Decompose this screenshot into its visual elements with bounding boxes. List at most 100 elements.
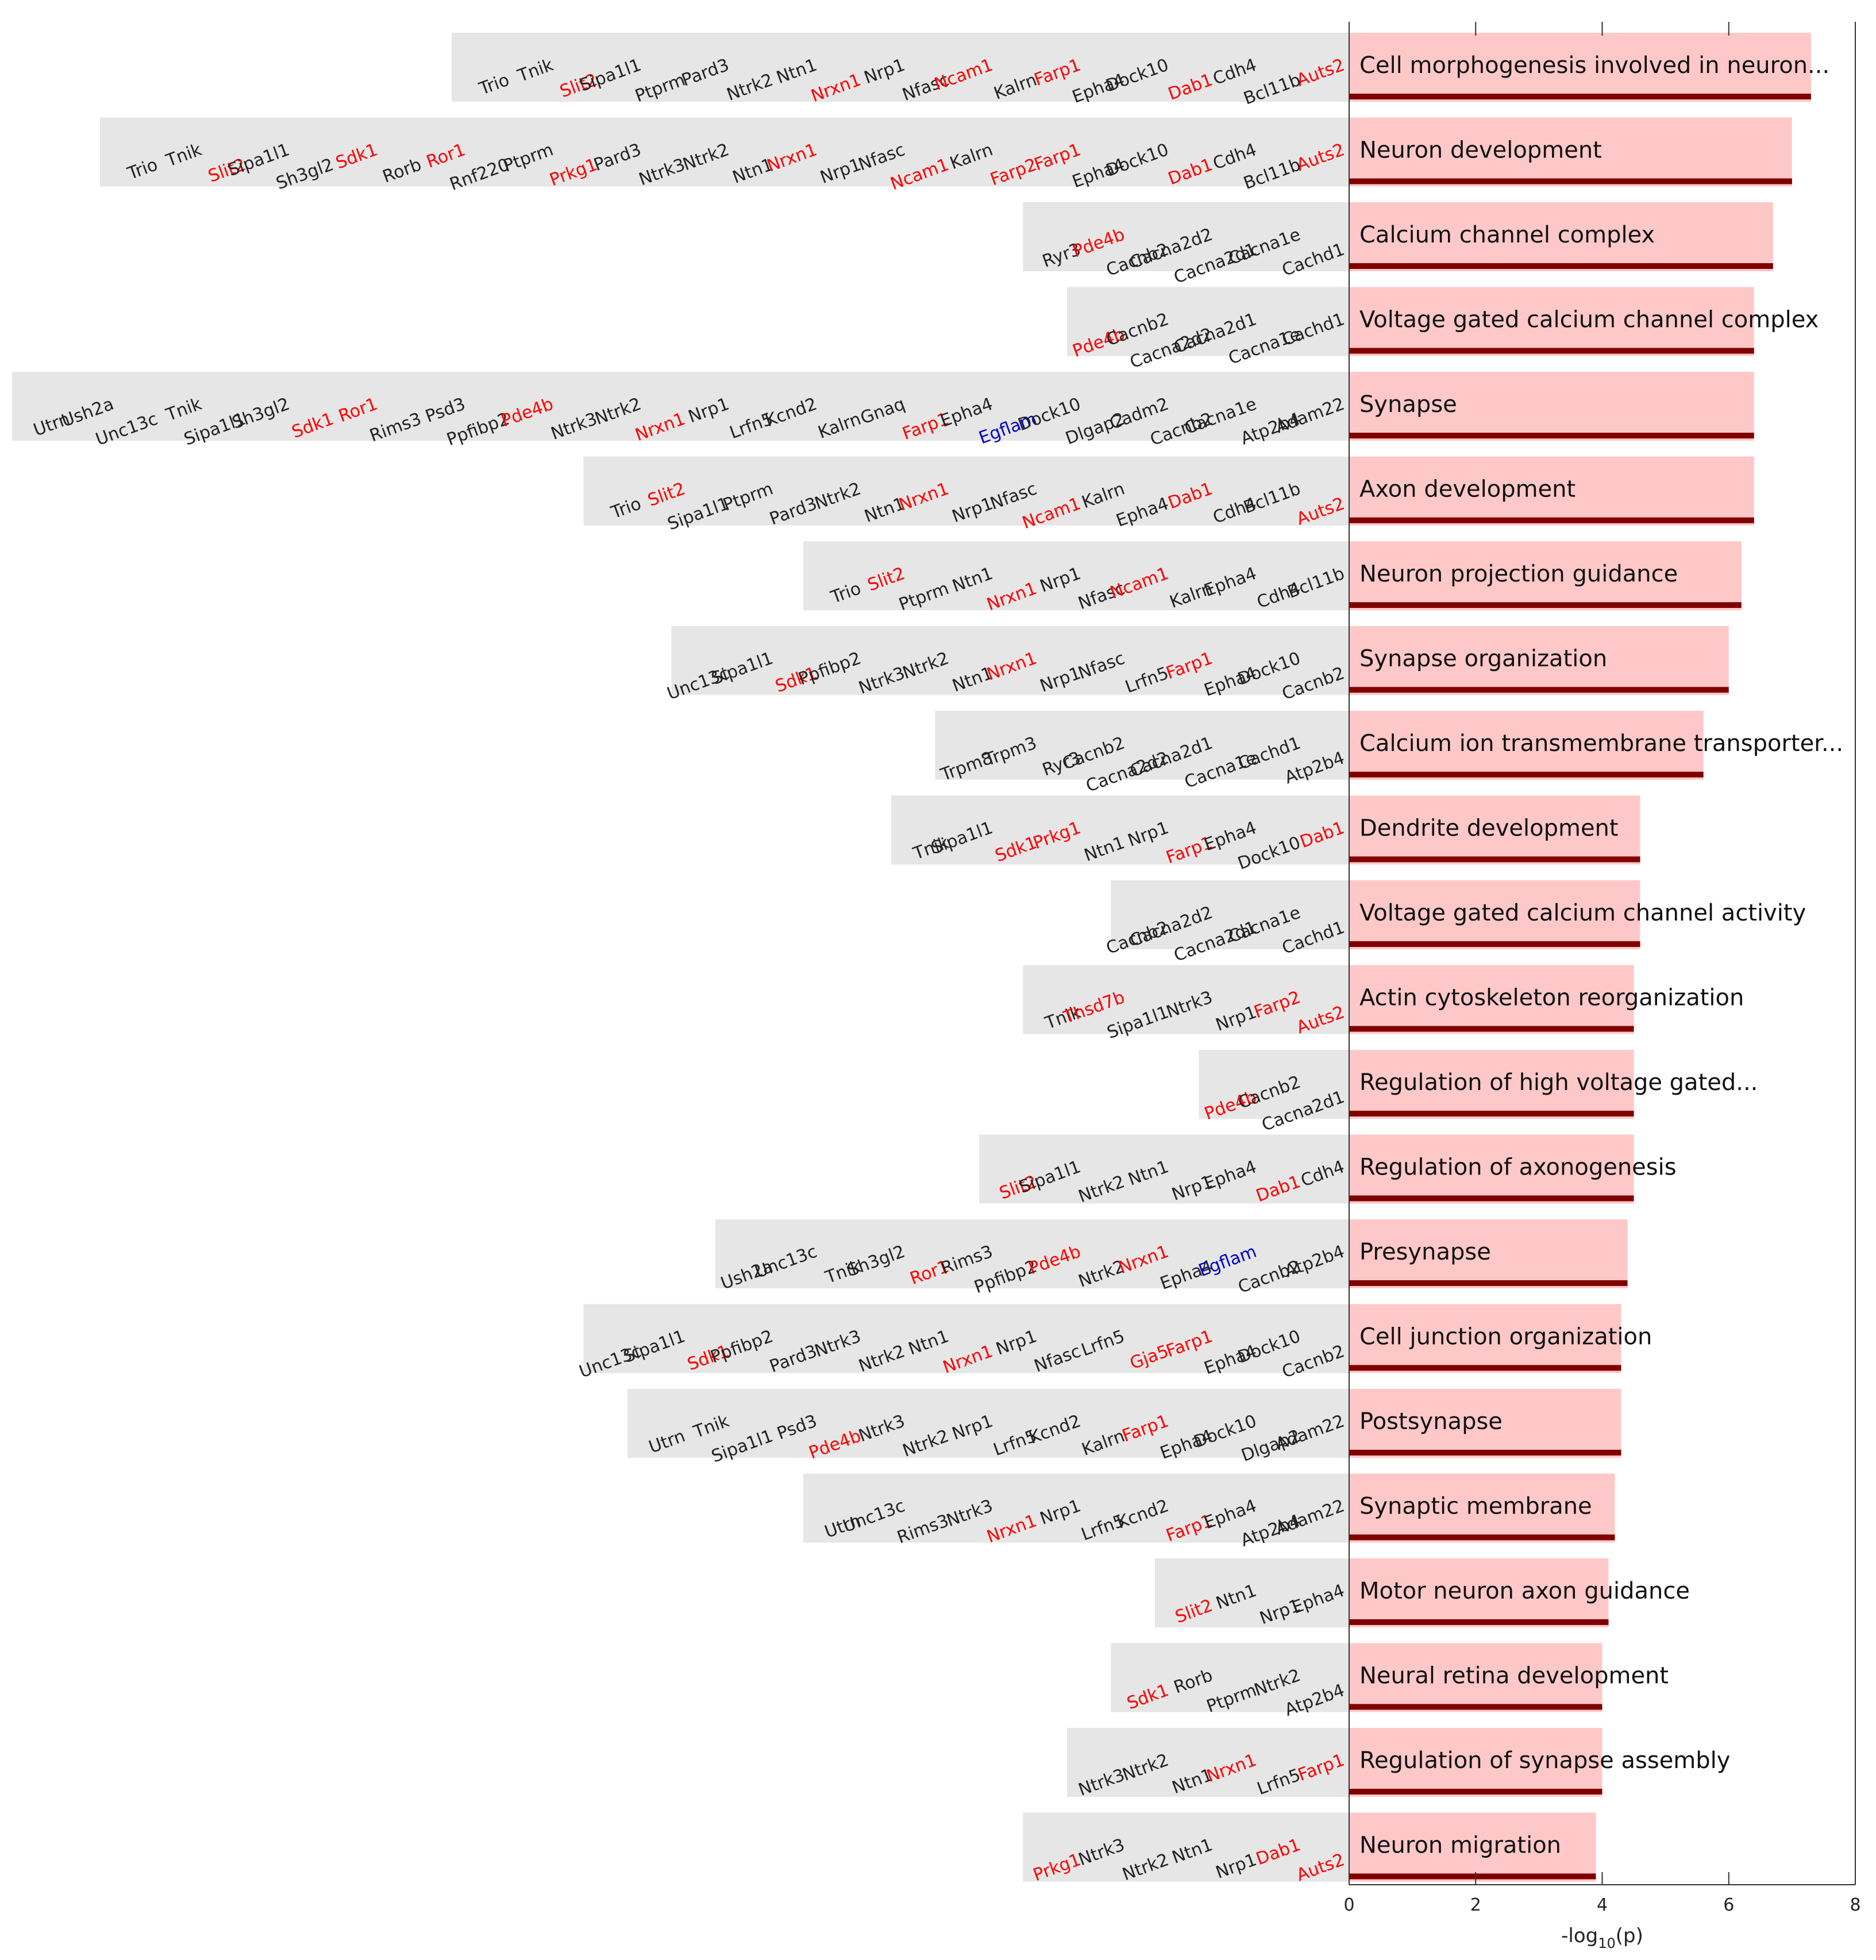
term-row: Voltage gated calcium channel complexPde… — [1067, 287, 1819, 372]
term-label: Voltage gated calcium channel activity — [1359, 900, 1806, 926]
term-row: Regulation of high voltage gated...Pde4b… — [1199, 1050, 1758, 1135]
term-row: Synaptic membraneUtrnUnc13cRims3Ntrk3Nrx… — [803, 1473, 1615, 1551]
term-label: Neuron projection guidance — [1359, 561, 1678, 587]
x-axis-label-main: -log — [1561, 1924, 1598, 1947]
bar — [1349, 1134, 1634, 1204]
gene-panel — [935, 711, 1349, 780]
x-tick-label: 0 — [1343, 1895, 1354, 1915]
bar — [1349, 1728, 1603, 1797]
gene-panel — [1111, 1643, 1349, 1712]
gene-panel — [12, 372, 1349, 441]
bar-underline — [1349, 1026, 1634, 1032]
gene-panel — [1111, 880, 1349, 949]
x-tick-label: 6 — [1723, 1895, 1734, 1915]
term-label: Synaptic membrane — [1359, 1493, 1592, 1520]
bar-underline — [1349, 1704, 1603, 1710]
term-label: Actin cytoskeleton reorganization — [1359, 985, 1744, 1011]
term-row: Neuron migrationPrkg1Ntrk3Ntrk2Ntn1Nrp1D… — [1023, 1812, 1596, 1885]
term-row: Motor neuron axon guidanceSlit2Ntn1Nrp1E… — [1155, 1558, 1690, 1628]
gene-panel — [1023, 965, 1349, 1034]
gene-panel — [803, 541, 1349, 610]
term-label: Motor neuron axon guidance — [1359, 1578, 1690, 1604]
term-row: Calcium channel complexRyr3Pde4bCacnb2Ca… — [1023, 202, 1773, 288]
gene-panel — [715, 1219, 1349, 1288]
gene-panel — [891, 795, 1349, 865]
bar — [1349, 1304, 1621, 1373]
bar — [1349, 287, 1754, 356]
term-label: Synapse organization — [1359, 646, 1607, 672]
bar-underline — [1349, 433, 1754, 438]
term-label: Presynapse — [1359, 1239, 1491, 1265]
bar — [1349, 795, 1640, 865]
bar — [1349, 117, 1792, 187]
term-row: Cell morphogenesis involved in neuron...… — [452, 33, 1829, 109]
gene-panel — [1067, 1728, 1349, 1797]
bar — [1349, 202, 1773, 271]
bar-underline — [1349, 348, 1754, 354]
term-label: Axon development — [1359, 476, 1575, 503]
term-label: Neural retina development — [1359, 1663, 1669, 1689]
term-row: Regulation of synapse assemblyNtrk3Ntrk2… — [1067, 1728, 1730, 1800]
term-label: Voltage gated calcium channel complex — [1359, 307, 1819, 333]
term-rows: Cell morphogenesis involved in neuron...… — [12, 33, 1843, 1885]
gene-panel — [671, 626, 1349, 695]
term-row: Actin cytoskeleton reorganizationTnikThs… — [1023, 965, 1744, 1043]
bar-underline — [1349, 1450, 1621, 1455]
term-label: Calcium channel complex — [1359, 222, 1655, 248]
term-label: Postsynapse — [1359, 1408, 1503, 1435]
gene-panel — [100, 117, 1349, 187]
bar — [1349, 1558, 1609, 1627]
bar-underline — [1349, 1873, 1596, 1880]
x-axis-label-subscript: 10 — [1598, 1935, 1616, 1951]
term-label: Regulation of synapse assembly — [1359, 1747, 1730, 1774]
bar-underline — [1349, 602, 1742, 608]
term-label: Synapse — [1359, 391, 1457, 418]
x-tick-label: 2 — [1470, 1895, 1481, 1915]
bar — [1349, 1812, 1596, 1882]
bar — [1349, 372, 1754, 441]
bar — [1349, 456, 1754, 526]
term-label: Neuron migration — [1359, 1832, 1561, 1859]
bar-underline — [1349, 1280, 1628, 1286]
gene-panel — [803, 1473, 1349, 1543]
bar — [1349, 1473, 1615, 1543]
bar-underline — [1349, 1111, 1634, 1116]
x-axis-label: -log10(p) — [1561, 1924, 1643, 1951]
bar-underline — [1349, 1365, 1621, 1371]
term-row: Dendrite developmentTnikSipa1l1Sdk1Prkg1… — [891, 795, 1640, 874]
term-label: Dendrite development — [1359, 815, 1619, 842]
bar — [1349, 541, 1742, 610]
term-label: Calcium ion transmembrane transporter... — [1359, 730, 1843, 757]
gene-panel — [1155, 1558, 1349, 1627]
gene-panel — [1023, 202, 1349, 271]
gene-panel — [979, 1134, 1349, 1204]
term-label: Neuron development — [1359, 137, 1602, 164]
x-axis-label-tail: (p) — [1616, 1924, 1643, 1947]
gene-panel — [583, 1304, 1349, 1373]
term-row: Synapse organizationUnc13cSipa1l1Sdk1Ppf… — [664, 626, 1729, 704]
bar — [1349, 33, 1811, 102]
bar-underline — [1349, 856, 1640, 862]
term-row: Regulation of axonogenesisSlit2Sipa1l1Nt… — [979, 1134, 1677, 1207]
gene-panel — [1023, 1812, 1349, 1882]
bar — [1349, 626, 1729, 695]
bar-underline — [1349, 1534, 1615, 1541]
term-row: Voltage gated calcium channel activityCa… — [1104, 880, 1806, 966]
term-label: Regulation of axonogenesis — [1359, 1154, 1677, 1181]
bar-underline — [1349, 1789, 1603, 1795]
bar — [1349, 1219, 1628, 1288]
bar-underline — [1349, 178, 1792, 184]
term-label: Cell morphogenesis involved in neuron... — [1359, 52, 1829, 79]
bar-underline — [1349, 263, 1773, 269]
gene-panel — [1067, 287, 1349, 356]
bar-underline — [1349, 1195, 1634, 1202]
bar-underline — [1349, 517, 1754, 523]
